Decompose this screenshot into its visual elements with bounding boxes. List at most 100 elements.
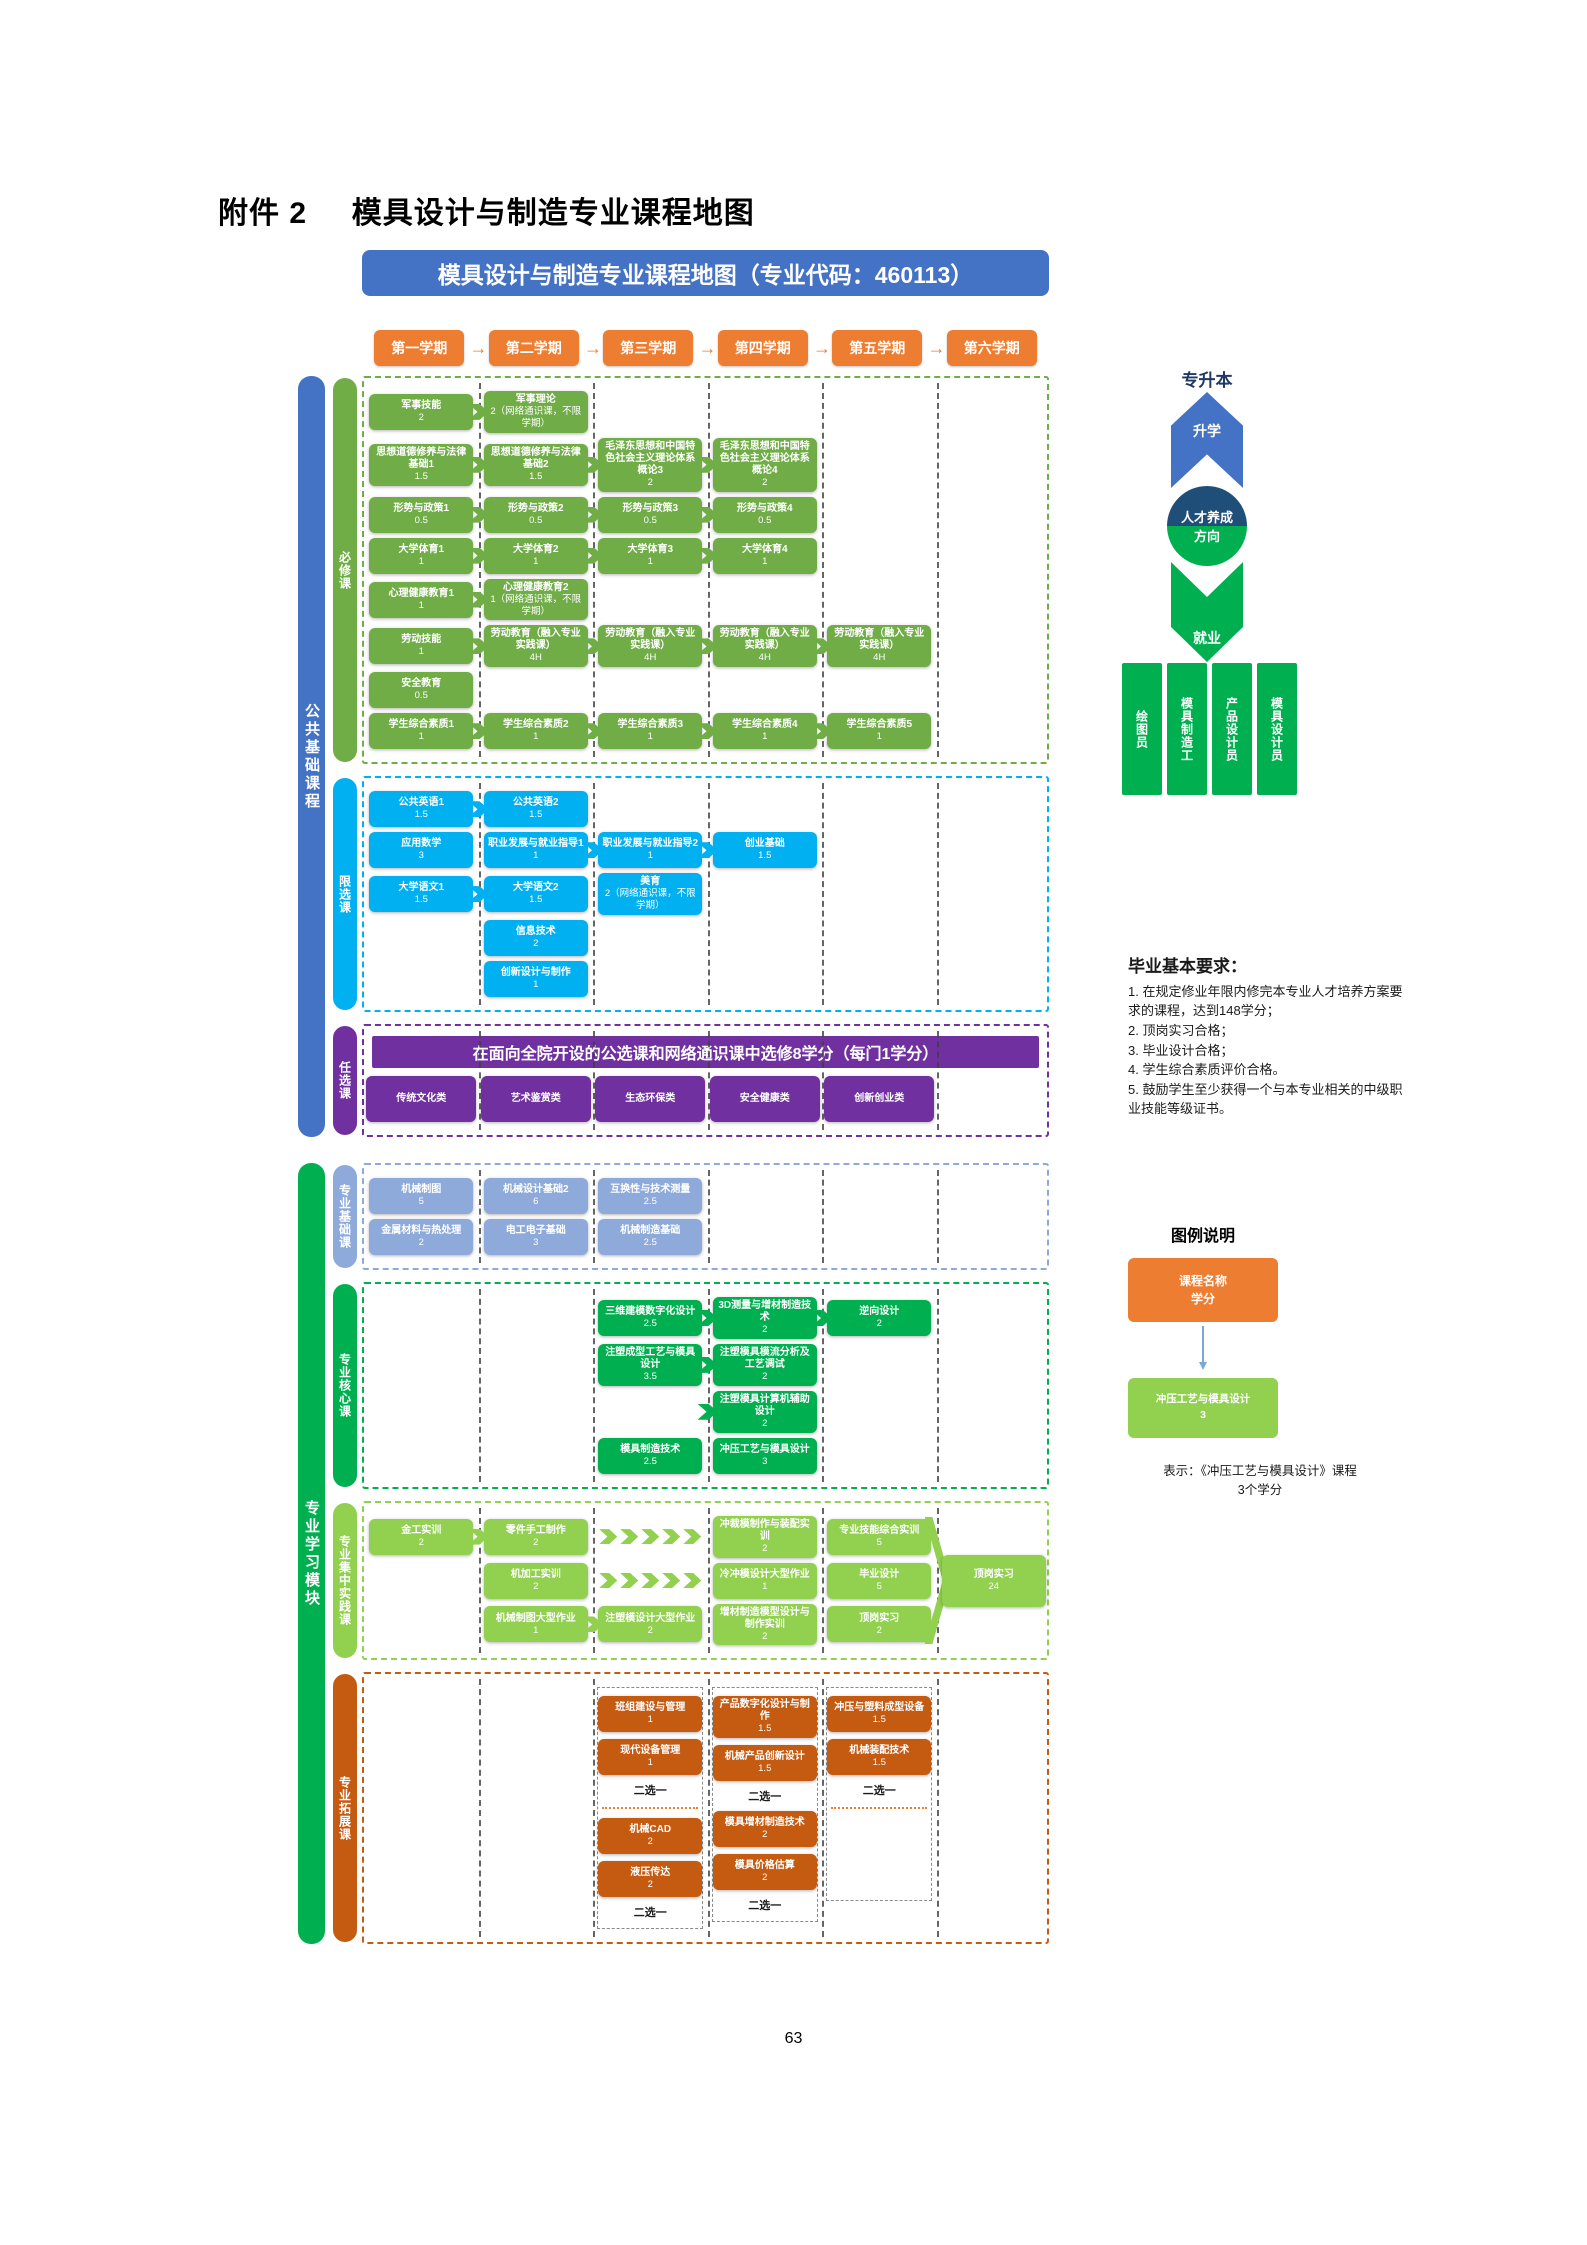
semester-slot: 第三学期→: [591, 330, 717, 366]
course-credit: 1.5: [414, 894, 428, 906]
column-divider: [822, 783, 824, 1005]
course-name: 现代设备管理: [620, 1745, 681, 1757]
multi-chevron-icons: [599, 1529, 702, 1545]
course-name: 大学体育2: [512, 543, 559, 555]
job-box: 产品设计员: [1212, 663, 1252, 795]
course-name: 心理健康教育2: [502, 581, 569, 593]
rail-limited: 限选课: [333, 778, 357, 1010]
requirement-item: 1. 在规定修业年限内修完本专业人才培养方案要求的课程，达到148学分；: [1128, 984, 1403, 1018]
legend-caption-line1: 表示：《冲压工艺与模具设计》课程: [1163, 1464, 1357, 1478]
legend-title: 图例说明: [1170, 1228, 1235, 1245]
elective-banner: 在面向全院开设的公选课和网络通识课中选修8学分（每门1学分）: [372, 1036, 1039, 1068]
course-slot: [708, 1219, 823, 1255]
course-credit: 1（网络通识课，不限学期）: [490, 593, 582, 617]
course-slot: [708, 920, 823, 956]
arrow-right-icon: →: [469, 338, 488, 358]
course-name: 传统文化类: [396, 1093, 447, 1104]
course-credit: 1.5: [529, 894, 543, 906]
course-box: 劳动教育（融入专业实践课）4H: [712, 625, 817, 668]
course-name: 创新设计与制作: [500, 967, 571, 979]
course-name: 心理健康教育1: [388, 587, 455, 599]
semester-header: 第五学期: [832, 330, 923, 366]
column-divider: [936, 383, 939, 758]
course-credit: 1: [418, 646, 424, 658]
column-divider: [822, 1289, 824, 1482]
column-divider: [593, 1507, 595, 1654]
course-credit: 1.5: [414, 470, 428, 482]
chevron-arrow-icon: [662, 1573, 681, 1588]
multi-chevron-icons: [599, 1573, 702, 1588]
course-name: 职业发展与就业指导1: [487, 838, 584, 850]
course-name: 公共英语2: [512, 797, 559, 809]
course-slot: [937, 713, 1052, 749]
course-credit: 1.5: [758, 850, 772, 862]
semester-slot: 第二学期→: [477, 330, 602, 366]
choose-one-caption: 二选一: [633, 1907, 667, 1920]
course-credit: 1: [418, 599, 424, 611]
chevron-arrow-icon: [468, 801, 489, 818]
course-slot: [822, 832, 937, 868]
chevron-arrow-icon: [468, 723, 489, 740]
job-boxes: 绘图员模具制造工产品设计员模具设计员: [1122, 663, 1297, 795]
course-credit: 4H: [873, 652, 886, 664]
course-credit: 2: [647, 1624, 653, 1636]
course-credit: 2: [647, 1836, 653, 1848]
course-slot: [708, 961, 823, 997]
course-name: 顶岗实习: [859, 1612, 900, 1624]
rail-label: 必修课: [337, 550, 352, 590]
course-name: 思想道德修养与法律基础2: [490, 446, 581, 470]
course-box: 生态环保类: [595, 1076, 706, 1122]
chevron-arrow-icon: [468, 1528, 489, 1545]
course-name: 注塑模具模流分析及工艺调试: [719, 1346, 810, 1370]
requirement-item: 4. 学生综合素质评价合格。: [1128, 1062, 1286, 1078]
course-name: 生态环保类: [625, 1093, 676, 1104]
arrow-right-icon: →: [813, 338, 831, 358]
legend-credit-label: 学分: [1190, 1292, 1215, 1306]
course-credit: 3: [418, 850, 424, 862]
course-credit: 1: [647, 1757, 653, 1769]
choose-one-caption: 二选一: [862, 1785, 896, 1798]
course-slot: [937, 497, 1052, 533]
course-credit: 1.5: [872, 1714, 886, 1726]
chevron-arrow-icon: [812, 723, 832, 740]
up-arrow-label: 升学: [1193, 422, 1221, 439]
course-slot: [822, 1344, 937, 1386]
course-credit: 0.5: [414, 514, 428, 526]
course-slot: [364, 1391, 479, 1433]
